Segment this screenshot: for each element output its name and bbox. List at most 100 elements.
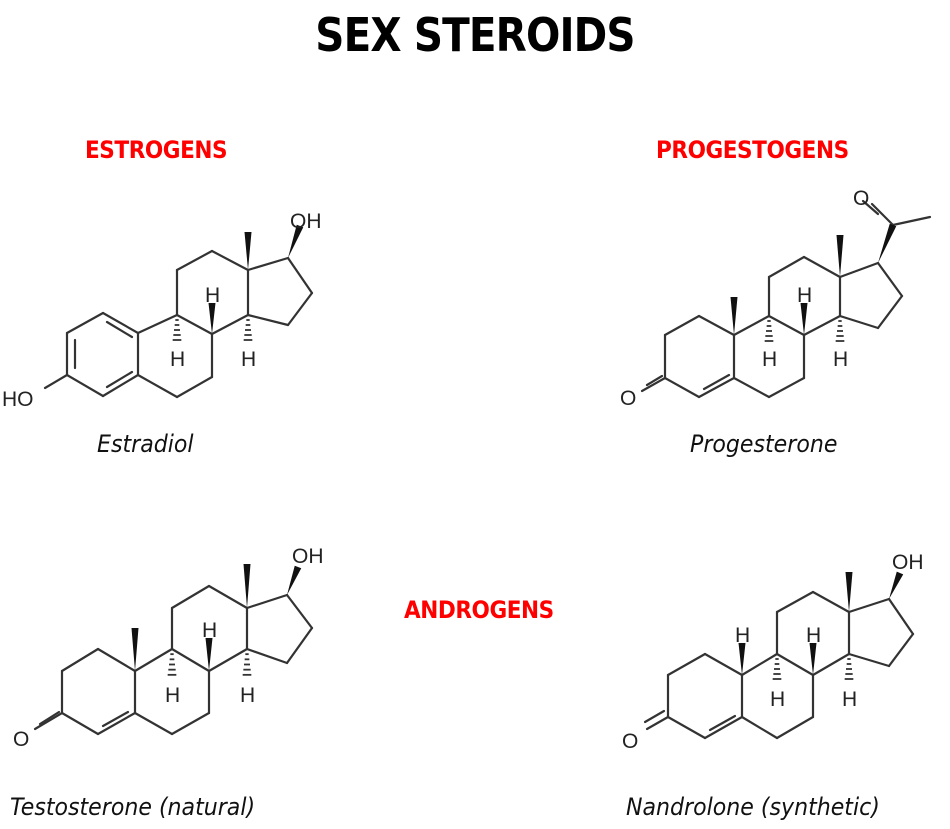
category-label-progestogens: PROGESTOGENS bbox=[656, 136, 849, 164]
bond bbox=[136, 373, 179, 399]
bond bbox=[170, 584, 211, 610]
bond bbox=[811, 652, 851, 677]
double-bond bbox=[702, 373, 731, 391]
bond bbox=[802, 255, 842, 279]
bond bbox=[43, 373, 69, 390]
bond bbox=[697, 314, 736, 337]
bond bbox=[65, 373, 105, 398]
atom-label: H bbox=[806, 624, 821, 647]
atom-label: OH bbox=[892, 551, 924, 574]
atom-label: H bbox=[202, 619, 217, 642]
double-bond bbox=[643, 709, 666, 724]
bond bbox=[133, 711, 174, 736]
bond bbox=[666, 652, 707, 677]
molecule-name-nandrolone: Nandrolone (synthetic) bbox=[626, 793, 880, 821]
atom-label: HO bbox=[2, 388, 34, 411]
bond bbox=[775, 590, 815, 614]
wedge-bond bbox=[730, 297, 738, 335]
wedge-bond bbox=[287, 565, 302, 595]
atom-label: H bbox=[240, 684, 255, 707]
bond bbox=[285, 626, 314, 665]
bond bbox=[876, 261, 904, 298]
bond bbox=[245, 593, 289, 610]
atom-label: H bbox=[770, 688, 785, 711]
bond bbox=[246, 256, 290, 272]
molecule-name-testosterone: Testosterone (natural) bbox=[10, 793, 256, 821]
bond bbox=[697, 376, 736, 399]
bond bbox=[775, 715, 815, 740]
bond bbox=[175, 375, 214, 399]
bond bbox=[870, 202, 895, 227]
bond bbox=[847, 652, 891, 668]
atom-label: H bbox=[735, 624, 750, 647]
double-bond bbox=[105, 370, 134, 389]
atom-label: O bbox=[620, 387, 636, 410]
category-label-estrogens: ESTROGENS bbox=[85, 136, 228, 164]
atom-label: H bbox=[762, 348, 777, 371]
wedge-bond bbox=[836, 235, 844, 277]
page-title: SEX STEROIDS bbox=[315, 8, 635, 62]
double-bond bbox=[101, 710, 130, 728]
wedge-bond bbox=[244, 232, 252, 270]
category-label-androgens: ANDROGENS bbox=[404, 596, 554, 624]
bond bbox=[640, 376, 667, 393]
bond bbox=[811, 590, 851, 614]
bond bbox=[207, 584, 249, 610]
molecule-name-progesterone: Progesterone bbox=[690, 430, 838, 458]
bond bbox=[175, 313, 214, 336]
bond bbox=[285, 593, 314, 630]
wedge-bond bbox=[889, 571, 904, 599]
bond bbox=[666, 715, 707, 740]
bond bbox=[891, 215, 932, 227]
bond bbox=[876, 294, 904, 330]
wedge-bond bbox=[800, 303, 808, 335]
bond bbox=[101, 373, 140, 398]
atom-label: OH bbox=[292, 545, 324, 568]
atom-label: H bbox=[165, 684, 180, 707]
bond bbox=[732, 314, 771, 337]
bond bbox=[136, 313, 179, 335]
wedge-bond bbox=[131, 628, 139, 671]
double-bond bbox=[38, 710, 61, 726]
bond bbox=[740, 652, 779, 677]
wedge-bond bbox=[845, 572, 853, 612]
bond bbox=[838, 261, 880, 279]
atom-label: H bbox=[797, 284, 812, 307]
bond bbox=[740, 715, 779, 740]
bond bbox=[210, 249, 250, 272]
bond bbox=[663, 376, 701, 399]
atom-label: O bbox=[853, 187, 869, 210]
double-bond bbox=[105, 320, 134, 339]
wedge-bond bbox=[208, 303, 216, 334]
bond bbox=[96, 711, 137, 736]
atom-label: OH bbox=[290, 210, 322, 233]
bond bbox=[767, 314, 806, 337]
wedge-bond bbox=[809, 643, 817, 675]
bond bbox=[767, 255, 806, 279]
bond bbox=[246, 313, 290, 327]
bond bbox=[887, 632, 915, 668]
wedge-bond bbox=[288, 224, 304, 258]
atom-label: H bbox=[241, 348, 256, 371]
wedge-bond bbox=[205, 638, 213, 671]
bond bbox=[732, 376, 771, 399]
bond bbox=[33, 711, 64, 731]
bond bbox=[802, 314, 842, 337]
bond bbox=[96, 647, 137, 673]
bond bbox=[703, 652, 744, 677]
atom-label: H bbox=[205, 284, 220, 307]
bond bbox=[101, 311, 140, 335]
bond bbox=[170, 647, 211, 673]
bond bbox=[207, 647, 249, 673]
bond bbox=[60, 711, 100, 736]
wedge-bond bbox=[243, 564, 251, 608]
bond bbox=[663, 314, 701, 337]
molecule-name-estradiol: Estradiol bbox=[97, 430, 194, 458]
wedge-bond bbox=[738, 643, 746, 675]
double-bond bbox=[708, 714, 737, 732]
wedge-bond bbox=[878, 223, 897, 263]
